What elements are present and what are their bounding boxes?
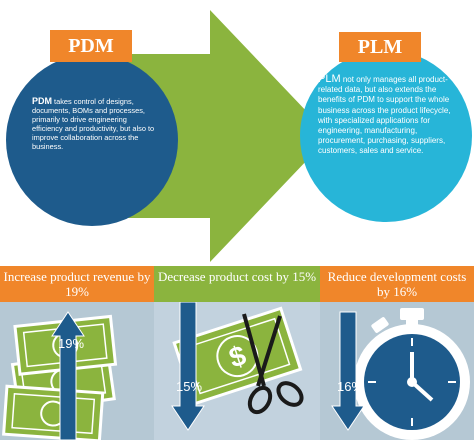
- pdm-description-lead: PDM: [32, 96, 52, 106]
- development-cost-percent: 16%: [337, 379, 364, 394]
- plm-description-lead: PLM: [318, 73, 341, 85]
- arrow-down-icon: [171, 302, 205, 431]
- plm-description-body: not only manages all product-related dat…: [318, 75, 451, 156]
- transition-arrow: [120, 10, 330, 262]
- pdm-circle: [6, 54, 178, 226]
- pdm-description: PDM takes control of designs, documents,…: [32, 96, 157, 152]
- plm-description: PLM not only manages all product-related…: [318, 74, 460, 157]
- arrow-down-icon: [331, 311, 365, 431]
- product-cost-percent: 15%: [176, 379, 203, 394]
- benefit-panel-development-cost: 16%: [320, 302, 474, 440]
- benefit-title-development-cost: Reduce development costs by 16%: [320, 266, 474, 302]
- scissors-icon: [242, 313, 304, 415]
- plm-label: PLM: [339, 32, 421, 62]
- pdm-label: PDM: [50, 30, 132, 62]
- pdm-description-body: takes control of designs, documents, BOM…: [32, 97, 155, 152]
- pdm-plm-diagram: PDM PLM PDM takes control of designs, do…: [6, 10, 472, 262]
- benefit-title-revenue: Increase product revenue by 19%: [0, 266, 154, 302]
- benefit-panel-product-cost: $ 15%: [154, 302, 320, 440]
- revenue-percent: 19%: [58, 336, 85, 351]
- stopwatch-icon: [354, 308, 470, 440]
- benefit-title-product-cost: Decrease product cost by 15%: [154, 266, 320, 302]
- plm-circle: [300, 50, 472, 222]
- arrow-up-icon: [51, 311, 85, 440]
- benefit-panel-revenue: 19%: [0, 302, 154, 440]
